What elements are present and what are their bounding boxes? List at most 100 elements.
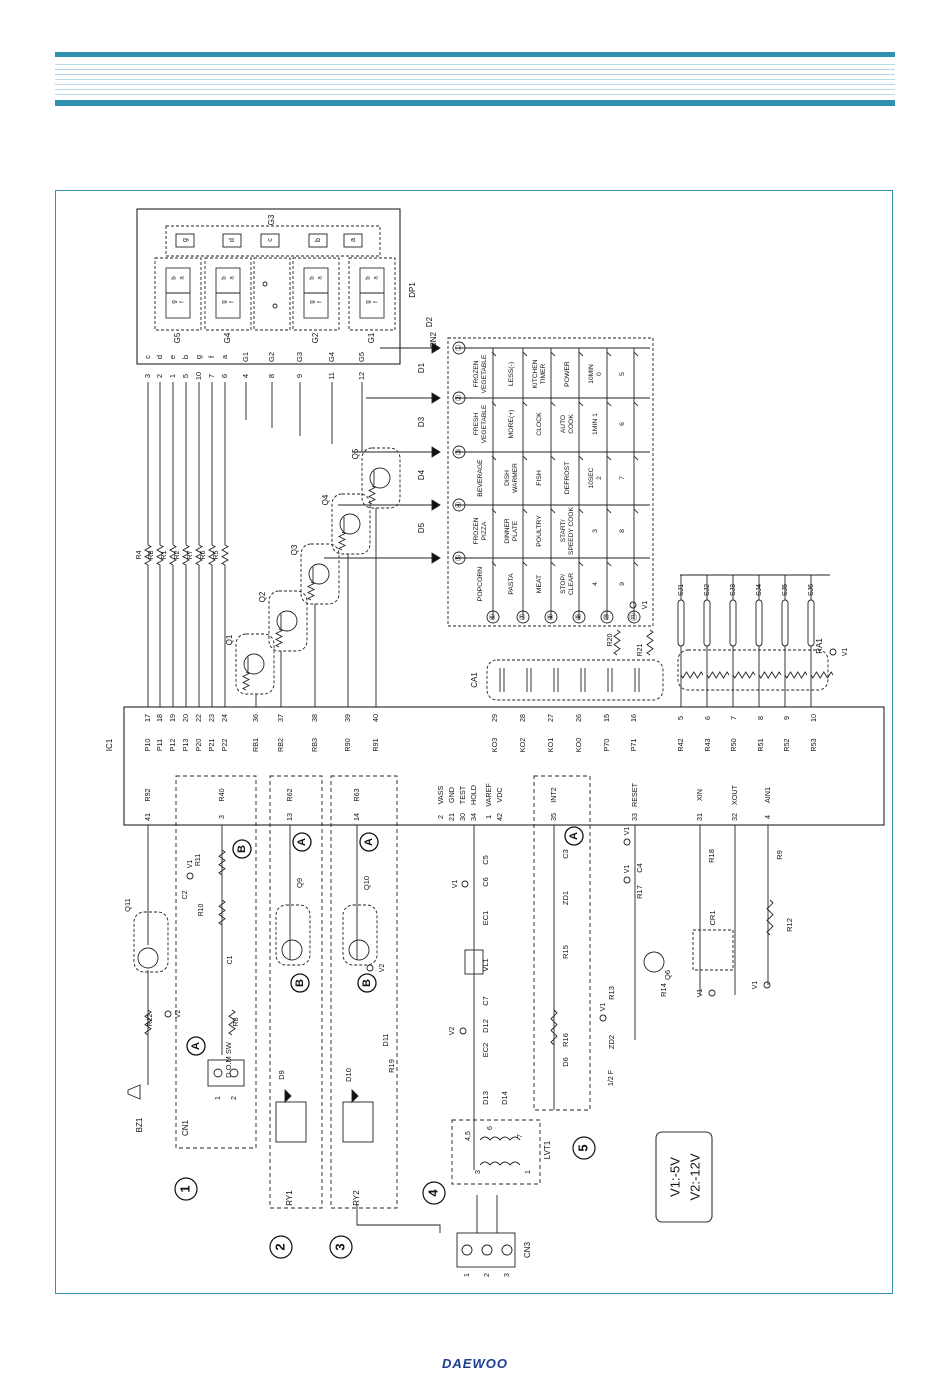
r19-label: R19 xyxy=(387,1059,396,1073)
relay-q-label-Q9: Q9 xyxy=(295,878,304,888)
keypad-key-label: 8 xyxy=(619,529,626,533)
r16-resistor xyxy=(550,1009,558,1046)
v2-node-power xyxy=(459,1027,467,1035)
ic-pin-num-27: 27 xyxy=(546,714,555,722)
keypad-key-label: CLOCK xyxy=(536,412,543,436)
marker-b-1-label: B xyxy=(236,845,248,853)
block-2-callout-label: 2 xyxy=(272,1243,287,1250)
keypad-column-node xyxy=(452,391,466,405)
seg-resistor xyxy=(182,544,190,566)
block-1-callout xyxy=(174,1177,198,1201)
ic-pin-port-KO2: KO2 xyxy=(518,738,527,752)
dp1-seg-letter: a xyxy=(230,276,236,280)
dp1-colon-dot xyxy=(262,281,268,287)
power-part-label-C5: C5 xyxy=(481,855,490,865)
dp1-seg-letter: g xyxy=(222,300,228,303)
cn1-pin-1: 1 xyxy=(215,1096,222,1100)
ic-pin-num-15: 15 xyxy=(602,714,611,722)
diode-D4 xyxy=(431,499,441,511)
v2-label: V2 xyxy=(379,964,386,973)
keypad-key-label: DEFROST xyxy=(564,462,571,494)
dp1-seg-box xyxy=(308,233,328,248)
dp1-seg-letter: a xyxy=(318,276,324,280)
keypad-key-switch xyxy=(633,561,639,567)
keypad-key-switch xyxy=(606,561,612,567)
ca1-label: CA1 xyxy=(470,672,479,688)
marker-a-RY1-label: A xyxy=(296,838,308,846)
ra1-resistor xyxy=(732,671,756,679)
dp1-seg-letter: g xyxy=(310,300,316,303)
relay-coil-RY1 xyxy=(275,1101,307,1143)
v1-reset-label-3: V1 xyxy=(600,1003,607,1012)
ic-pin-num-24: 24 xyxy=(220,714,229,722)
ca1-array xyxy=(486,659,664,701)
seg-resistor-label-R7: R7 xyxy=(187,550,194,559)
cr1-label: CR1 xyxy=(708,910,717,925)
ic-pin-port-R42: R42 xyxy=(676,738,685,751)
lvt1-pin-6: 6 xyxy=(487,1126,494,1130)
relay-diode xyxy=(284,1088,292,1104)
keypad-key-label: TIMER xyxy=(540,364,547,385)
keypad-key-switch xyxy=(578,455,584,461)
keypad-key-label: COOK xyxy=(568,414,575,434)
ic1-body xyxy=(123,706,885,826)
diode-D1 xyxy=(431,392,441,404)
dp1-bar xyxy=(165,225,381,257)
seg-resistor xyxy=(221,544,229,566)
sj-switch-SJ5 xyxy=(781,599,789,647)
marker-b-RY2 xyxy=(357,973,377,993)
keypad-key-switch xyxy=(491,508,497,514)
keypad-key-label: DINNER xyxy=(504,518,511,544)
ic-pin-num-20: 20 xyxy=(181,714,190,722)
keypad-row-node xyxy=(627,610,641,624)
seg-resistor-label-R2: R2 xyxy=(174,550,181,559)
keypad-key-switch xyxy=(550,455,556,461)
r9-label: R9 xyxy=(775,850,784,860)
legend-v1: V1:-5V xyxy=(667,1157,682,1197)
power-part-label-D14: D14 xyxy=(500,1091,509,1105)
keypad-key-switch xyxy=(606,351,612,357)
marker-a-RY1 xyxy=(292,832,312,852)
diode-label-D1: D1 xyxy=(417,362,426,373)
keypad-key-label: STOP/ xyxy=(560,574,567,594)
v1-label: V1 xyxy=(842,648,849,657)
lvt1-primary xyxy=(479,1136,521,1141)
ra1-resistor xyxy=(706,671,730,679)
ic-pin-port-TEST: TEST xyxy=(458,785,467,804)
dp1-digit-frame xyxy=(154,257,202,331)
ra1-resistor xyxy=(784,671,808,679)
v1-ain-label: V1 xyxy=(752,981,759,990)
seg-resistor-label-R4: R4 xyxy=(136,550,143,559)
ic-pin-num-28: 28 xyxy=(518,714,527,722)
ic-pin-num-3: 3 xyxy=(217,815,226,819)
v1-clock-label: V1 xyxy=(697,989,704,998)
keypad-column-num: ④ xyxy=(454,501,463,508)
keypad-column-node xyxy=(452,445,466,459)
sj-label-SJ4: SJ4 xyxy=(756,584,763,596)
dp1-seg-box xyxy=(222,233,242,248)
q11-transistor xyxy=(137,947,159,969)
dp1-seg-letter: f xyxy=(318,301,324,303)
block-2-callout xyxy=(269,1235,293,1259)
r17-label: R17 xyxy=(635,885,644,899)
transistor-dashed-box xyxy=(235,633,275,695)
c4-label: C4 xyxy=(635,863,644,873)
dp1-grid-label-G1: G1 xyxy=(241,352,250,362)
dp1-seg-pin-letter-b: b xyxy=(181,355,190,359)
transistor-symbol-Q4 xyxy=(339,513,361,535)
dp1-seg-letter: f xyxy=(230,301,236,303)
dp1-seg-letter: b xyxy=(222,276,228,280)
block-3 xyxy=(330,775,398,1209)
ic-pin-port-R43: R43 xyxy=(703,738,712,751)
diode-label-D3: D3 xyxy=(417,416,426,427)
keypad-key-label: 4 xyxy=(592,582,599,586)
dp1-seg-box xyxy=(260,233,280,248)
keypad-column-node xyxy=(452,498,466,512)
keypad-key-label: 7 xyxy=(619,476,626,480)
r21-resistor xyxy=(646,629,654,656)
ic-pin-port-P12: P12 xyxy=(168,739,177,752)
r15-label: R15 xyxy=(561,945,570,959)
transistor-dashed-box xyxy=(268,590,308,652)
block-5-callout-label: 5 xyxy=(575,1144,590,1151)
keypad-key-label: 5 xyxy=(619,372,626,376)
